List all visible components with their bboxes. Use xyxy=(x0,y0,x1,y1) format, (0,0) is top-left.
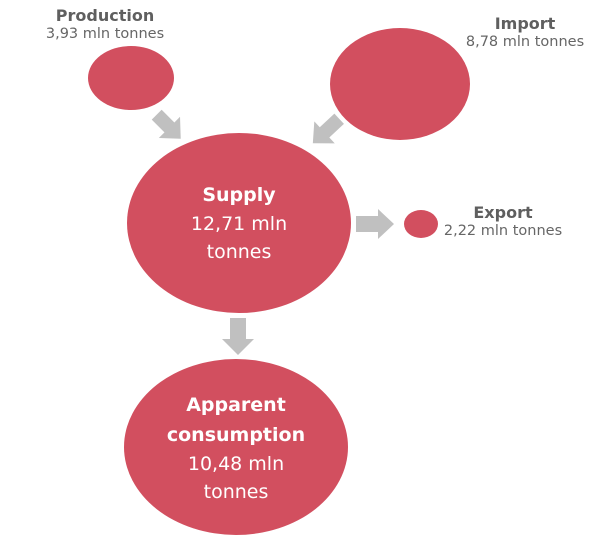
production-title: Production xyxy=(55,6,155,25)
arrow-supply-to-export xyxy=(356,209,394,239)
supply-value-line1: 12,71 mln xyxy=(190,213,288,235)
arrow-import-to-supply xyxy=(312,113,344,144)
supply-title: Supply xyxy=(202,184,276,206)
supply-label: Supply 12,71 mln tonnes xyxy=(159,180,319,266)
consumption-title-line2: consumption xyxy=(166,424,306,446)
supply-node xyxy=(127,133,351,313)
production-label: Production 3,93 mln tonnes xyxy=(30,6,180,44)
consumption-label: Apparent consumption 10,48 mln tonnes xyxy=(156,390,316,506)
export-label: Export 2,22 mln tonnes xyxy=(428,203,578,241)
export-title: Export xyxy=(473,203,533,222)
consumption-value-line1: 10,48 mln xyxy=(187,453,285,475)
export-node xyxy=(404,210,438,238)
production-node xyxy=(88,46,174,110)
import-node xyxy=(330,28,470,140)
arrow-supply-to-consumption xyxy=(222,318,254,355)
production-value: 3,93 mln tonnes xyxy=(45,26,165,42)
consumption-node xyxy=(124,359,348,535)
export-value: 2,22 mln tonnes xyxy=(443,223,563,239)
import-title: Import xyxy=(494,14,556,33)
consumption-title-line1: Apparent xyxy=(186,394,286,416)
arrow-production-to-supply xyxy=(151,109,181,139)
import-label: Import 8,78 mln tonnes xyxy=(450,14,600,52)
import-value: 8,78 mln tonnes xyxy=(465,34,585,50)
supply-value-line2: tonnes xyxy=(206,241,272,263)
consumption-value-line2: tonnes xyxy=(203,481,269,503)
